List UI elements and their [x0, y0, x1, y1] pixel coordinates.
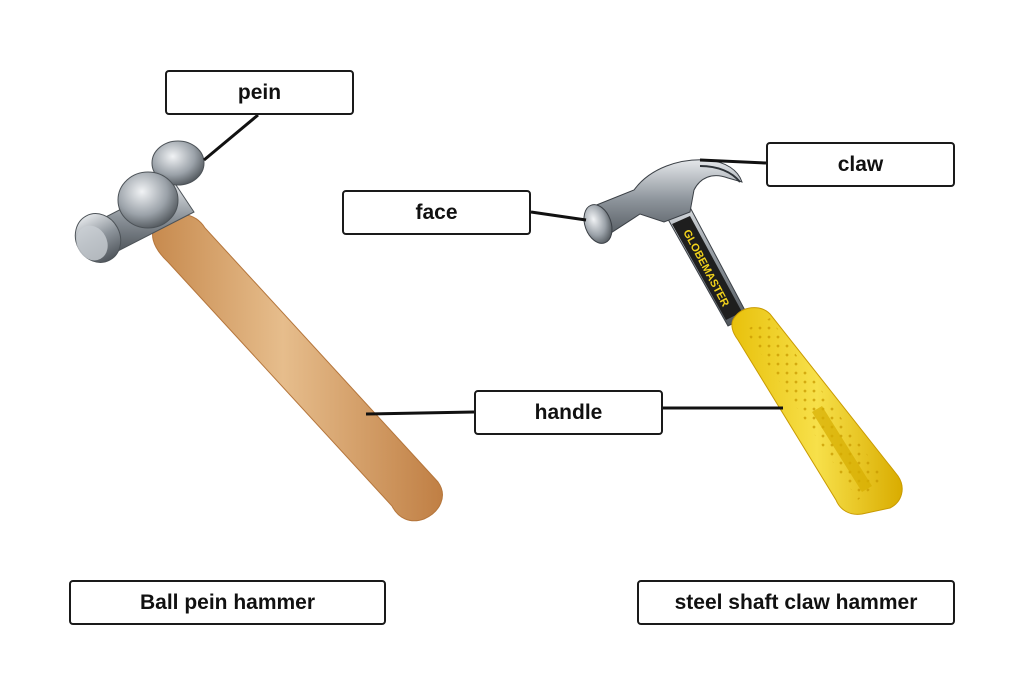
label-face: face: [342, 190, 531, 235]
head-eye: [118, 172, 178, 228]
claw-hammer-illustration: GLOBEMASTER: [579, 160, 902, 515]
label-handle: handle: [474, 390, 663, 435]
wooden-handle: [153, 214, 443, 520]
caption-ball-pein-hammer: Ball pein hammer: [69, 580, 386, 625]
handle-leader-line-left: [366, 412, 474, 414]
pein-leader-line: [204, 115, 258, 160]
caption-steel-shaft-claw-hammer: steel shaft claw hammer: [637, 580, 955, 625]
claw-hammer-head: [594, 160, 742, 240]
label-pein: pein: [165, 70, 354, 115]
label-claw: claw: [766, 142, 955, 187]
face-leader-line: [531, 212, 586, 220]
